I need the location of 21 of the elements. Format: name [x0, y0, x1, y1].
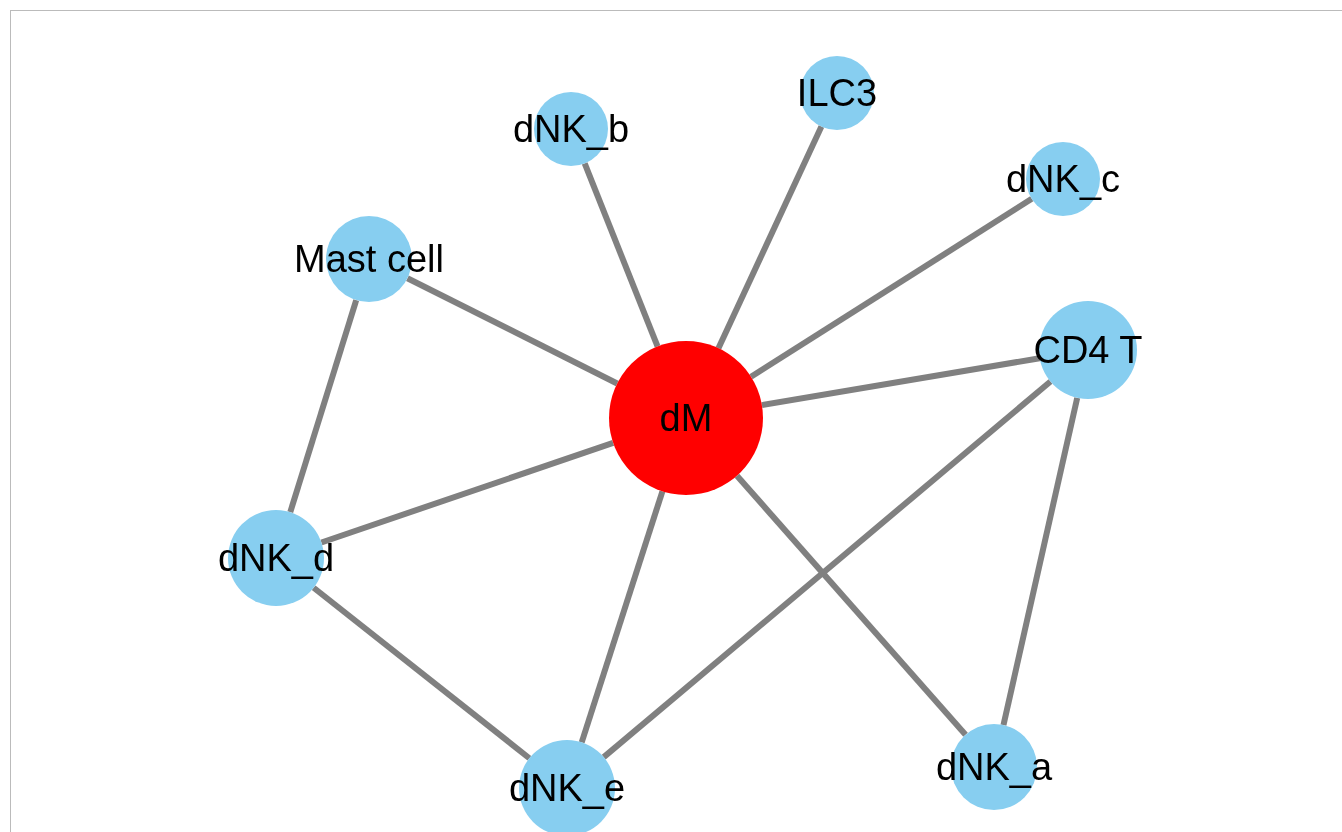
- connector-line: [715, 125, 825, 350]
- connector-line: [749, 196, 1034, 380]
- connector-line: [311, 585, 532, 761]
- node-label: CD4 T: [1033, 331, 1143, 369]
- node-label: dNK_a: [935, 748, 1053, 786]
- node-label: Mast cell: [294, 240, 444, 278]
- connector-line: [320, 440, 615, 546]
- connector-line: [406, 275, 619, 387]
- connector-line: [581, 162, 661, 348]
- node-label: dNK_e: [508, 769, 626, 807]
- connector-line: [578, 490, 666, 744]
- connector-line: [734, 473, 968, 737]
- connector-line: [601, 379, 1053, 760]
- node-label: dNK_c: [1005, 160, 1121, 198]
- node-label: dNK_b: [512, 110, 630, 148]
- node-label: dM: [659, 399, 713, 437]
- connector-line: [287, 299, 360, 514]
- node-label: dNK_d: [217, 539, 335, 577]
- connector-line: [761, 355, 1041, 409]
- connector-line: [1000, 397, 1081, 726]
- node-label: ILC3: [796, 74, 878, 112]
